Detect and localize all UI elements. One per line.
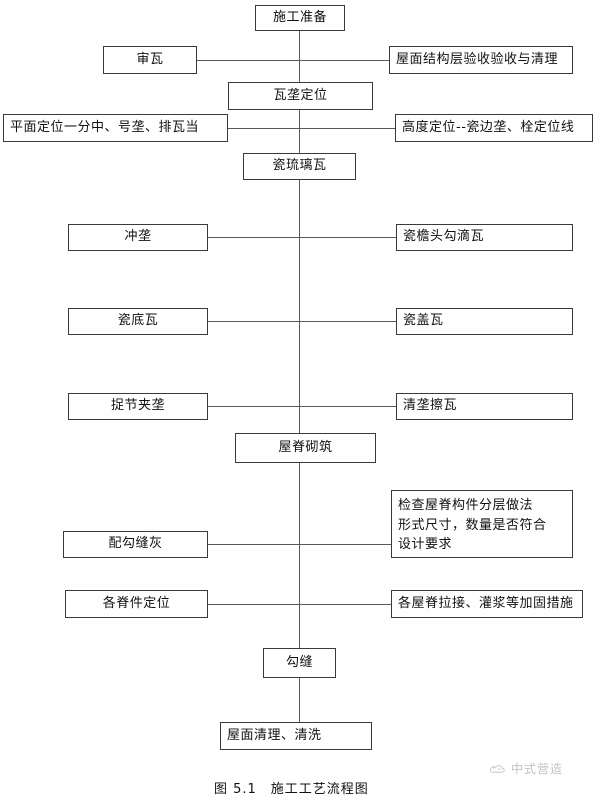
connector-branch-6 (208, 544, 396, 545)
node-label: 屋面结构层验收验收与清理 (396, 51, 559, 67)
node-plane-positioning[interactable]: 平面定位一分中、号垄、排瓦当 (3, 114, 228, 142)
watermark-text: 中式营造 (511, 762, 564, 776)
connector-spine-11 (299, 604, 300, 648)
node-roof-cleaning[interactable]: 屋面清理、清洗 (220, 722, 372, 750)
node-cover-tile[interactable]: 瓷盖瓦 (396, 308, 573, 335)
connector-spine-2 (299, 60, 300, 82)
node-tile-ridge-positioning[interactable]: 瓦垄定位 (228, 82, 373, 110)
node-ridge-piece-positioning[interactable]: 各脊件定位 (65, 590, 208, 618)
connector-branch-5 (208, 406, 396, 407)
node-construction-preparation[interactable]: 施工准备 (255, 5, 345, 31)
node-label: 瓷底瓦 (117, 313, 159, 329)
node-label: 配勾缝灰 (108, 536, 163, 552)
node-bottom-tile[interactable]: 瓷底瓦 (68, 308, 208, 335)
figure-caption: 图 5.1 施工工艺流程图 (214, 782, 369, 797)
connector-spine-3 (299, 110, 300, 128)
node-label: 各脊件定位 (102, 595, 171, 611)
node-label: 屋脊砌筑 (278, 439, 333, 455)
node-label: 屋面清理、清洗 (227, 727, 322, 743)
node-label: 施工准备 (272, 9, 327, 25)
node-eaves-drip-tile[interactable]: 瓷檐头勾滴瓦 (396, 224, 573, 251)
node-label: 瓦垄定位 (273, 87, 328, 103)
connector-spine-4 (299, 128, 300, 155)
node-label: 清垄擦瓦 (403, 398, 458, 414)
node-roof-structure-acceptance[interactable]: 屋面结构层验收验收与清理 (389, 46, 573, 74)
connector-branch-4 (208, 321, 396, 322)
node-pointing-mortar[interactable]: 配勾缝灰 (63, 531, 208, 558)
node-label: 瓷檐头勾滴瓦 (403, 229, 485, 245)
node-height-positioning[interactable]: 高度定位--瓷边垄、栓定位线 (395, 114, 593, 142)
node-label: 检查屋脊构件分层做法 形式尺寸，数量是否符合 设计要求 (398, 498, 547, 552)
connector-branch-7 (208, 604, 396, 605)
node-label: 平面定位一分中、号垄、排瓦当 (10, 119, 200, 135)
node-label: 瓷琉璃瓦 (272, 158, 327, 174)
node-label: 勾缝 (285, 654, 313, 670)
watermark: 中式营造 (488, 760, 563, 777)
node-label: 审瓦 (136, 51, 164, 67)
connector-spine-8 (299, 406, 300, 433)
node-ridge-masonry[interactable]: 屋脊砌筑 (235, 433, 376, 463)
connector-spine-1 (299, 30, 300, 60)
node-label: 高度定位--瓷边垄、栓定位线 (402, 119, 575, 135)
connector-spine-5 (299, 180, 300, 237)
cloud-bird-logo-icon (488, 761, 506, 776)
connector-branch-3 (208, 237, 396, 238)
node-ridge-reinforcement[interactable]: 各屋脊拉接、灌浆等加固措施 (391, 590, 583, 618)
node-tile-inspection[interactable]: 审瓦 (103, 46, 197, 74)
node-clean-wipe-tile[interactable]: 清垄擦瓦 (396, 393, 573, 420)
connector-spine-6 (299, 237, 300, 321)
connector-branch-2 (228, 128, 395, 129)
node-pointing[interactable]: 勾缝 (263, 648, 336, 678)
node-glazed-tile[interactable]: 瓷琉璃瓦 (243, 153, 356, 180)
connector-spine-10 (299, 544, 300, 604)
node-label: 瓷盖瓦 (403, 313, 444, 329)
node-label: 各屋脊拉接、灌浆等加固措施 (398, 595, 574, 611)
node-label: 捉节夹垄 (110, 398, 165, 414)
node-label: 冲垄 (124, 229, 152, 245)
connector-branch-1 (197, 60, 389, 61)
node-joint-clamping[interactable]: 捉节夹垄 (68, 393, 208, 420)
connector-spine-12 (299, 678, 300, 722)
node-chonglong[interactable]: 冲垄 (68, 224, 208, 251)
connector-spine-9 (299, 463, 300, 544)
node-ridge-component-check[interactable]: 检查屋脊构件分层做法 形式尺寸，数量是否符合 设计要求 (391, 490, 573, 558)
connector-spine-7 (299, 321, 300, 406)
